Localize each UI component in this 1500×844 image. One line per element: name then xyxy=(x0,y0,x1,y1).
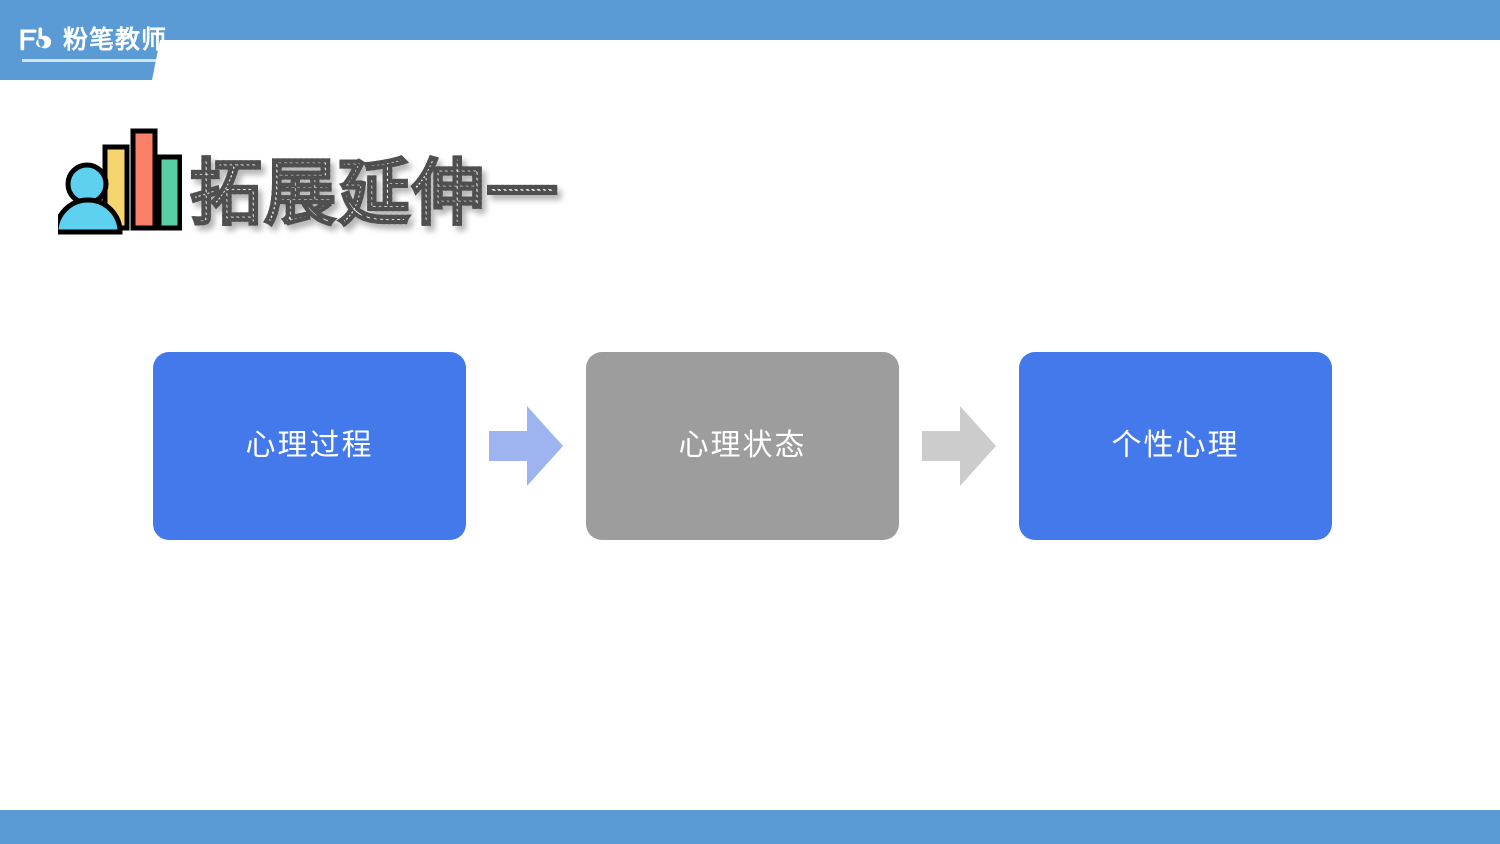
flow-box-2[interactable]: 心理状态 xyxy=(586,352,899,540)
person-bar-chart-icon xyxy=(58,128,182,235)
footer-band xyxy=(0,810,1500,844)
fb-logo-icon xyxy=(20,27,52,51)
flow-box-1-label: 心理过程 xyxy=(245,429,374,462)
flow-box-2-label: 心理状态 xyxy=(678,429,807,462)
flow-box-1[interactable]: 心理过程 xyxy=(153,352,466,540)
page-title: 拓展延伸一 xyxy=(189,154,561,234)
process-flow: 心理过程 心理状态 个性心理 xyxy=(153,352,1340,540)
flow-box-3-label: 个性心理 xyxy=(1111,429,1240,462)
header-band xyxy=(0,0,1500,40)
flow-box-3[interactable]: 个性心理 xyxy=(1019,352,1332,540)
page-title-row: 拓展延伸一 xyxy=(58,118,560,238)
arrow-right-icon-2 xyxy=(922,406,996,486)
brand-logo-text: 粉笔教师 xyxy=(63,25,168,54)
brand-logo-underline xyxy=(22,59,168,62)
arrow-right-icon-1 xyxy=(489,406,563,486)
brand-logo: 粉笔教师 xyxy=(18,27,167,53)
